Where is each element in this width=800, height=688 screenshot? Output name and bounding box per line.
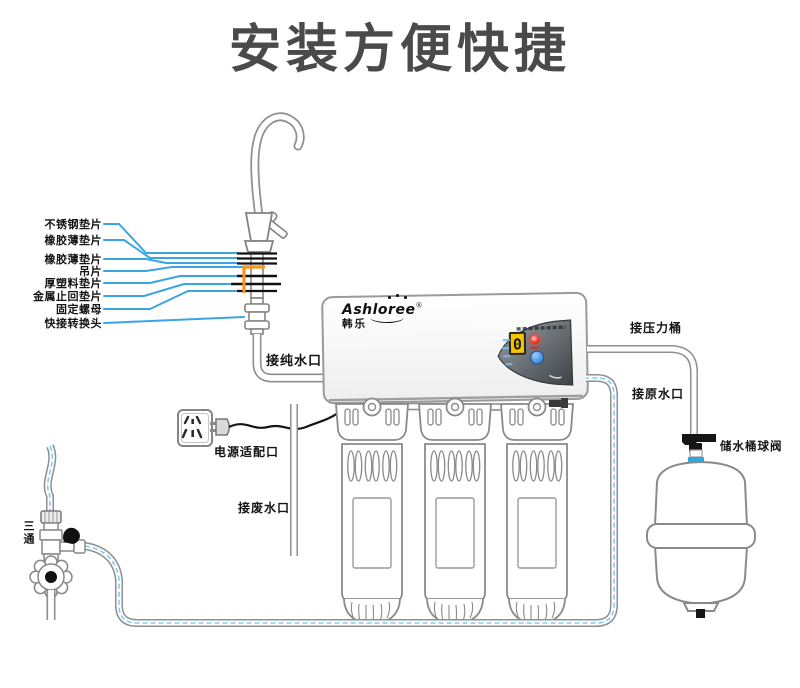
- power-plug-icon: [210, 418, 230, 436]
- label-thick-plastic-gasket: 厚塑料垫片: [44, 277, 102, 290]
- label-waste-water-port: 接废水口: [238, 501, 291, 515]
- tank-drain-nub: [696, 609, 705, 618]
- tank-valve-white-fitting: [689, 449, 703, 458]
- panel-display-value: 0: [513, 335, 522, 353]
- raw-inlet-elbow: [549, 398, 568, 408]
- pressure-tank: [646, 460, 756, 618]
- pure-water-tube: [252, 334, 327, 383]
- page-title: 安装方便快捷: [228, 20, 571, 80]
- brand-reg-mark: ®: [415, 301, 423, 310]
- panel-label-marks: [501, 339, 513, 366]
- label-rubber-thin-gasket-2: 橡胶薄垫片: [44, 253, 102, 266]
- brand-chinese-name: 韩乐: [342, 318, 367, 330]
- label-pressure-tank: 接压力桶: [630, 321, 683, 335]
- valve-handwheel: [29, 555, 73, 599]
- leader-lines: [103, 223, 245, 324]
- feed-hose: [43, 444, 57, 512]
- power-socket-icon: [177, 409, 213, 447]
- panel-display: 0: [508, 331, 527, 356]
- tee-valve-lever: [63, 527, 80, 544]
- control-panel: 0: [497, 319, 574, 386]
- label-power-adapter-port: 电源适配口: [214, 445, 280, 459]
- brand-swoosh: [370, 312, 404, 323]
- raw-water-tube: [84, 374, 618, 627]
- label-tee: 三通: [22, 520, 35, 546]
- label-raw-water-port: 接原水口: [632, 387, 685, 401]
- panel-button: [530, 350, 545, 365]
- label-metal-check-gasket: 金属止回垫片: [33, 290, 102, 303]
- label-rubber-thin-gasket-1: 橡胶薄垫片: [44, 234, 102, 247]
- power-cord: [228, 412, 339, 431]
- filter-cartridge-1: [335, 397, 409, 625]
- power-led: [527, 332, 543, 350]
- label-hanging-tab: 吊片: [79, 265, 102, 278]
- pressure-tank-tube: [587, 345, 698, 434]
- filter-cartridge-3: [500, 397, 574, 625]
- label-tank-ball-valve: 储水桶球阀: [720, 439, 783, 453]
- hanging-tab-highlight: [242, 265, 265, 293]
- label-fixing-nut: 固定螺母: [56, 303, 102, 316]
- brand-logo: Ashloree® 韩乐: [342, 294, 432, 331]
- label-stainless-gasket: 不锈钢垫片: [44, 218, 102, 231]
- faucet: [231, 112, 305, 335]
- panel-mini-logo: [549, 374, 562, 379]
- label-quick-connect-adapter: 快接转换头: [44, 317, 102, 330]
- quick-connector: [244, 297, 270, 335]
- tank-foot: [682, 602, 720, 612]
- tank-ball-valve-icon: [682, 434, 716, 466]
- filter-cartridge-2: [418, 397, 492, 625]
- label-pure-water-port: 接纯水口: [266, 354, 323, 369]
- tee-assembly: [29, 510, 86, 620]
- faucet-body: [244, 212, 274, 242]
